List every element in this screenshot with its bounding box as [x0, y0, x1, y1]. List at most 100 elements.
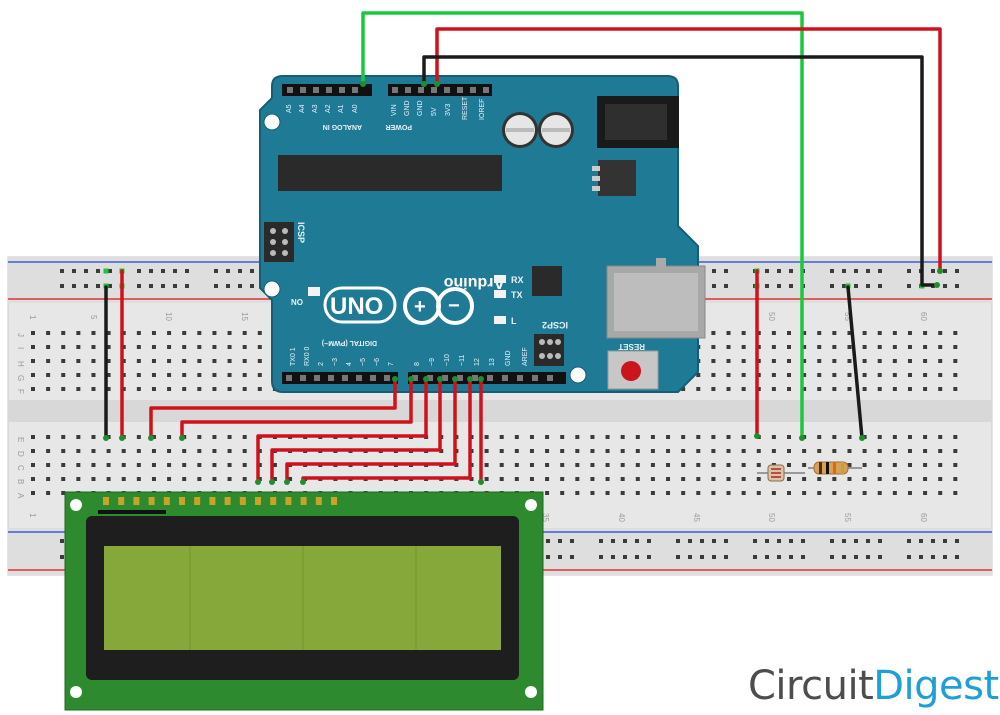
wire-red-d8	[180, 377, 413, 440]
breadboard-hole	[167, 477, 172, 481]
breadboard-hole	[877, 449, 882, 453]
breadboard-hole	[907, 345, 912, 349]
breadboard-hole	[787, 331, 791, 335]
header-pin	[326, 87, 332, 93]
breadboard-hole	[167, 449, 172, 453]
header-pin	[286, 375, 292, 381]
breadboard-hole	[46, 359, 51, 363]
header-pin	[502, 375, 508, 381]
breadboard-hole	[923, 387, 928, 391]
wire-endpoint	[467, 376, 473, 382]
wire-endpoint	[255, 479, 261, 485]
breadboard-hole	[136, 477, 141, 481]
breadboard-hole	[650, 463, 655, 467]
arduino-brand-label: Arduino	[443, 274, 505, 291]
breadboard-hole	[182, 387, 187, 391]
rail-hole	[765, 284, 769, 288]
analog-pin-a5: A5	[286, 104, 293, 113]
rail-hole	[866, 539, 870, 543]
wire-endpoint	[859, 435, 865, 441]
breadboard-hole	[212, 345, 217, 349]
breadboard-hole	[106, 477, 111, 481]
header-pin	[483, 87, 489, 93]
digital-pin-label: 12	[474, 358, 481, 366]
lcd-pin	[239, 497, 246, 505]
wire-endpoint	[284, 479, 290, 485]
reset-button[interactable]	[607, 350, 659, 390]
rail-hole	[214, 284, 218, 288]
breadboard-hole	[136, 449, 141, 453]
breadboard-hole	[197, 387, 202, 391]
breadboard-hole	[46, 435, 51, 439]
rail-hole	[765, 539, 769, 543]
rail-hole	[60, 539, 64, 543]
breadboard-hole	[151, 449, 156, 453]
rail-hole	[84, 284, 88, 288]
breadboard-hole	[242, 359, 247, 363]
breadboard-hole	[938, 331, 943, 335]
digital-pin-label: 4	[346, 362, 353, 366]
wire-endpoint	[754, 433, 760, 439]
header-pin	[287, 87, 293, 93]
breadboard-hole	[560, 463, 565, 467]
rail-hole	[830, 555, 834, 559]
breadboard-hole	[938, 477, 943, 481]
breadboard-hole	[575, 491, 580, 495]
rail-hole	[623, 539, 627, 543]
header-pin	[300, 375, 306, 381]
lcd-pin	[255, 497, 261, 505]
rail-hole	[955, 284, 959, 288]
breadboard-hole	[469, 477, 474, 481]
rail-hole	[546, 539, 550, 543]
wire-endpoint	[300, 479, 306, 485]
breadboard-hole	[257, 359, 262, 363]
bottom-header-pins	[286, 375, 553, 381]
breadboard-hole	[802, 491, 807, 495]
rail-hole	[185, 284, 189, 288]
wire-red-d11	[285, 377, 457, 484]
lcd-pin	[300, 497, 307, 505]
breadboard-hole	[877, 463, 882, 467]
breadboard-hole	[771, 373, 776, 377]
rail-hole	[866, 284, 870, 288]
breadboard-hole	[711, 373, 716, 377]
voltage-regulator	[592, 160, 636, 196]
row-letter-a: A	[16, 493, 25, 499]
col-number-10-top: 10	[164, 312, 173, 321]
rail-hole	[570, 539, 574, 543]
breadboard-hole	[590, 477, 595, 481]
breadboard-hole	[61, 345, 66, 349]
breadboard-hole	[106, 331, 111, 335]
header-pin	[356, 375, 362, 381]
rail-hole	[173, 284, 177, 288]
breadboard-hole	[726, 477, 731, 481]
breadboard-hole	[862, 477, 867, 481]
breadboard-hole	[832, 477, 837, 481]
breadboard-hole	[106, 449, 111, 453]
rail-hole	[647, 555, 651, 559]
breadboard-hole	[726, 387, 731, 391]
breadboard-hole	[212, 477, 217, 481]
breadboard-hole	[953, 331, 958, 335]
breadboard-hole	[877, 345, 882, 349]
breadboard-hole	[787, 463, 791, 467]
breadboard-hole	[953, 463, 958, 467]
rail-hole	[700, 555, 704, 559]
lcd-pin	[194, 497, 201, 505]
breadboard-hole	[726, 463, 731, 467]
wire-endpoint	[421, 81, 427, 87]
breadboard-hole	[862, 491, 867, 495]
dc-power-jack	[597, 96, 679, 148]
rail-hole	[724, 269, 728, 273]
breadboard-hole	[61, 477, 66, 481]
breadboard-hole	[923, 359, 928, 363]
breadboard-hole	[892, 449, 897, 453]
breadboard-hole	[91, 359, 96, 363]
breadboard-hole	[46, 373, 51, 377]
header-pin	[300, 87, 306, 93]
breadboard-hole	[484, 449, 489, 453]
breadboard-hole	[650, 491, 655, 495]
rail-hole	[149, 269, 153, 273]
rail-hole	[854, 284, 858, 288]
rail-hole	[878, 555, 882, 559]
